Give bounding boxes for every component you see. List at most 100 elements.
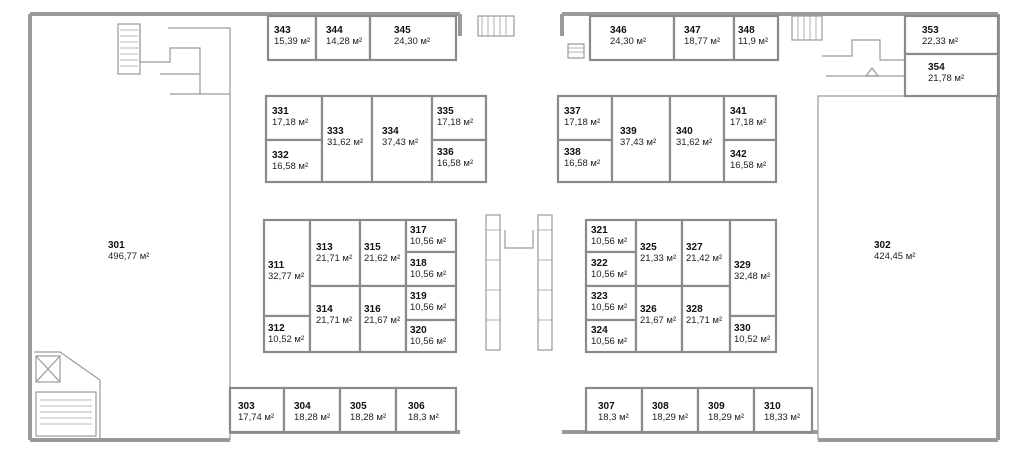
- room-area-342: 16,58 м²: [730, 160, 766, 171]
- stair-top-center: [477, 15, 585, 59]
- room-area-315: 21,62 м²: [364, 253, 400, 264]
- room-number-332: 332: [272, 150, 289, 161]
- room-area-326: 21,67 м²: [640, 315, 676, 326]
- room-area-305: 18,28 м²: [350, 412, 386, 423]
- room-area-323: 10,56 м²: [591, 302, 627, 313]
- room-number-315: 315: [364, 242, 381, 253]
- room-area-319: 10,56 м²: [410, 302, 446, 313]
- room-area-346: 24,30 м²: [610, 36, 646, 47]
- room-area-303: 17,74 м²: [238, 412, 274, 423]
- room-area-318: 10,56 м²: [410, 269, 446, 280]
- room-area-336: 16,58 м²: [437, 158, 473, 169]
- room-number-301: 301: [108, 240, 125, 251]
- room-area-327: 21,42 м²: [686, 253, 722, 264]
- room-number-341: 341: [730, 106, 747, 117]
- room-area-304: 18,28 м²: [294, 412, 330, 423]
- room-number-303: 303: [238, 401, 255, 412]
- escalators: [485, 214, 553, 351]
- room-area-310: 18,33 м²: [764, 412, 800, 423]
- room-area-321: 10,56 м²: [591, 236, 627, 247]
- room-area-337: 17,18 м²: [564, 117, 600, 128]
- room-number-318: 318: [410, 258, 427, 269]
- room-area-334: 37,43 м²: [382, 137, 418, 148]
- room-number-324: 324: [591, 325, 608, 336]
- room-area-344: 14,28 м²: [326, 36, 362, 47]
- room-number-314: 314: [316, 304, 333, 315]
- room-area-322: 10,56 м²: [591, 269, 627, 280]
- room-number-338: 338: [564, 147, 581, 158]
- room-number-347: 347: [684, 25, 701, 36]
- room-area-329: 32,48 м²: [734, 271, 770, 282]
- room-number-345: 345: [394, 25, 411, 36]
- room-area-309: 18,29 м²: [708, 412, 744, 423]
- room-area-311: 32,77 м²: [268, 271, 304, 282]
- room-number-337: 337: [564, 106, 581, 117]
- room-number-346: 346: [610, 25, 627, 36]
- room-area-312: 10,52 м²: [268, 334, 304, 345]
- room-number-336: 336: [437, 147, 454, 158]
- room-area-340: 31,62 м²: [676, 137, 712, 148]
- stair-icon: [120, 29, 138, 67]
- room-number-342: 342: [730, 149, 747, 160]
- room-number-327: 327: [686, 242, 703, 253]
- room-number-307: 307: [598, 401, 615, 412]
- room-number-340: 340: [676, 126, 693, 137]
- room-number-325: 325: [640, 242, 657, 253]
- room-area-347: 18,77 м²: [684, 36, 720, 47]
- room-area-320: 10,56 м²: [410, 336, 446, 347]
- room-number-328: 328: [686, 304, 703, 315]
- room-area-324: 10,56 м²: [591, 336, 627, 347]
- room-number-344: 344: [326, 25, 343, 36]
- room-area-301: 496,77 м²: [108, 251, 149, 262]
- room-number-334: 334: [382, 126, 399, 137]
- room-number-306: 306: [408, 401, 425, 412]
- service-block-top-right: [791, 15, 905, 77]
- hall-walls: [34, 27, 905, 440]
- room-area-333: 31,62 м²: [327, 137, 363, 148]
- room-area-328: 21,71 м²: [686, 315, 722, 326]
- room-number-317: 317: [410, 225, 427, 236]
- stair-bottom-left: [35, 355, 97, 437]
- room-number-331: 331: [272, 106, 289, 117]
- room-walls: [228, 14, 1000, 434]
- room-area-331: 17,18 м²: [272, 117, 308, 128]
- stair-icon: [40, 399, 92, 425]
- stair-icon: [797, 16, 817, 40]
- room-number-308: 308: [652, 401, 669, 412]
- room-area-308: 18,29 м²: [652, 412, 688, 423]
- room-number-305: 305: [350, 401, 367, 412]
- room-number-302: 302: [874, 240, 891, 251]
- room-number-343: 343: [274, 25, 291, 36]
- room-number-320: 320: [410, 325, 427, 336]
- room-number-316: 316: [364, 304, 381, 315]
- room-area-332: 16,58 м²: [272, 161, 308, 172]
- room-number-319: 319: [410, 291, 427, 302]
- room-number-311: 311: [268, 260, 285, 271]
- room-area-325: 21,33 м²: [640, 253, 676, 264]
- room-number-310: 310: [764, 401, 781, 412]
- room-number-353: 353: [922, 25, 939, 36]
- room-area-313: 21,71 м²: [316, 253, 352, 264]
- room-number-322: 322: [591, 258, 608, 269]
- room-number-309: 309: [708, 401, 725, 412]
- room-area-316: 21,67 м²: [364, 315, 400, 326]
- room-number-313: 313: [316, 242, 333, 253]
- room-area-341: 17,18 м²: [730, 117, 766, 128]
- room-area-314: 21,71 м²: [316, 315, 352, 326]
- room-number-312: 312: [268, 323, 285, 334]
- room-area-354: 21,78 м²: [928, 73, 964, 84]
- room-area-343: 15,39 м²: [274, 36, 310, 47]
- room-area-330: 10,52 м²: [734, 334, 770, 345]
- room-area-317: 10,56 м²: [410, 236, 446, 247]
- room-area-348: 11,9 м²: [738, 36, 768, 47]
- room-area-345: 24,30 м²: [394, 36, 430, 47]
- room-number-339: 339: [620, 126, 637, 137]
- room-number-329: 329: [734, 260, 751, 271]
- room-number-304: 304: [294, 401, 311, 412]
- room-area-338: 16,58 м²: [564, 158, 600, 169]
- room-area-335: 17,18 м²: [437, 117, 473, 128]
- room-area-307: 18,3 м²: [598, 412, 629, 423]
- room-number-330: 330: [734, 323, 751, 334]
- room-number-335: 335: [437, 106, 454, 117]
